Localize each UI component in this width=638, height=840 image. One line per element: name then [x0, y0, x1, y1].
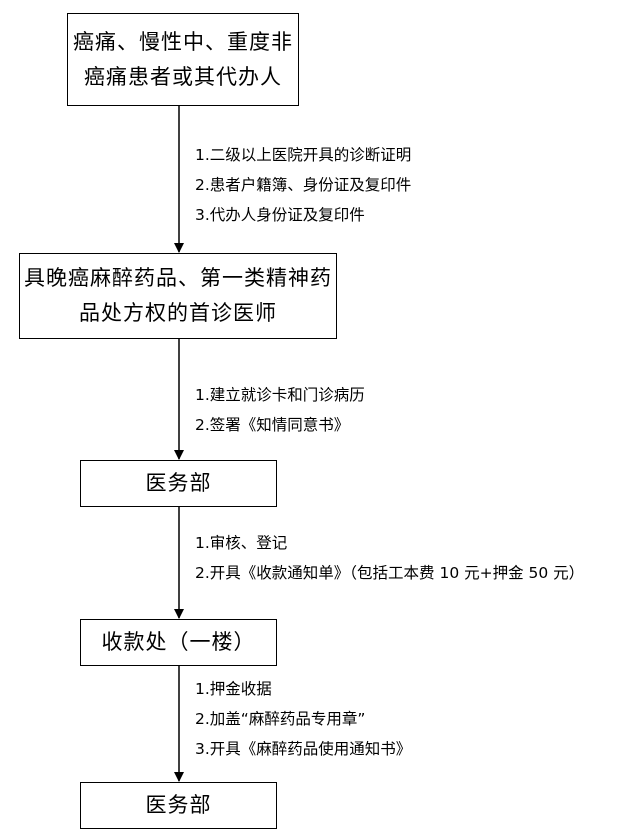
step-label: 癌痛患者或其代办人: [84, 64, 282, 89]
transition-item: 1.建立就诊卡和门诊病历: [195, 386, 365, 404]
step-label: 品处方权的首诊医师: [79, 301, 277, 325]
transition-item: 3.开具《麻醉药品使用通知书》: [195, 740, 412, 758]
step-applicant-box: 癌痛、慢性中、重度非 癌痛患者或其代办人: [67, 13, 299, 106]
step-physician-box: 具晚癌麻醉药品、第一类精神药 品处方权的首诊医师: [19, 253, 337, 339]
transition-item: 2.签署《知情同意书》: [195, 416, 350, 434]
step-medical-dept-box: 医务部: [80, 460, 277, 507]
transition-notes-4: 1.押金收据 2.加盖“麻醉药品专用章” 3.开具《麻醉药品使用通知书》: [195, 674, 411, 764]
step-label: 医务部: [145, 471, 212, 495]
step-label: 医务部: [145, 793, 212, 817]
transition-item: 2.患者户籍簿、身份证及复印件: [195, 176, 412, 194]
step-label: 具晚癌麻醉药品、第一类精神药: [24, 266, 332, 290]
transition-item: 1.审核、登记: [195, 534, 288, 552]
transition-item: 1.二级以上医院开具的诊断证明: [195, 146, 412, 164]
step-cashier-box: 收款处（一楼）: [80, 619, 277, 666]
transition-item: 3.代办人身份证及复印件: [195, 206, 365, 224]
transition-item: 1.押金收据: [195, 680, 272, 698]
step-label: 收款处（一楼）: [101, 630, 256, 654]
transition-notes-2: 1.建立就诊卡和门诊病历 2.签署《知情同意书》: [195, 380, 365, 440]
step-medical-dept-final-box: 医务部: [80, 782, 277, 829]
transition-item: 2.开具《收款通知单》（包括工本费 10 元+押金 50 元）: [195, 564, 585, 582]
transition-notes-1: 1.二级以上医院开具的诊断证明 2.患者户籍簿、身份证及复印件 3.代办人身份证…: [195, 140, 411, 230]
transition-notes-3: 1.审核、登记 2.开具《收款通知单》（包括工本费 10 元+押金 50 元）: [195, 528, 584, 588]
transition-item: 2.加盖“麻醉药品专用章”: [195, 710, 366, 728]
step-label: 癌痛、慢性中、重度非: [73, 29, 293, 54]
